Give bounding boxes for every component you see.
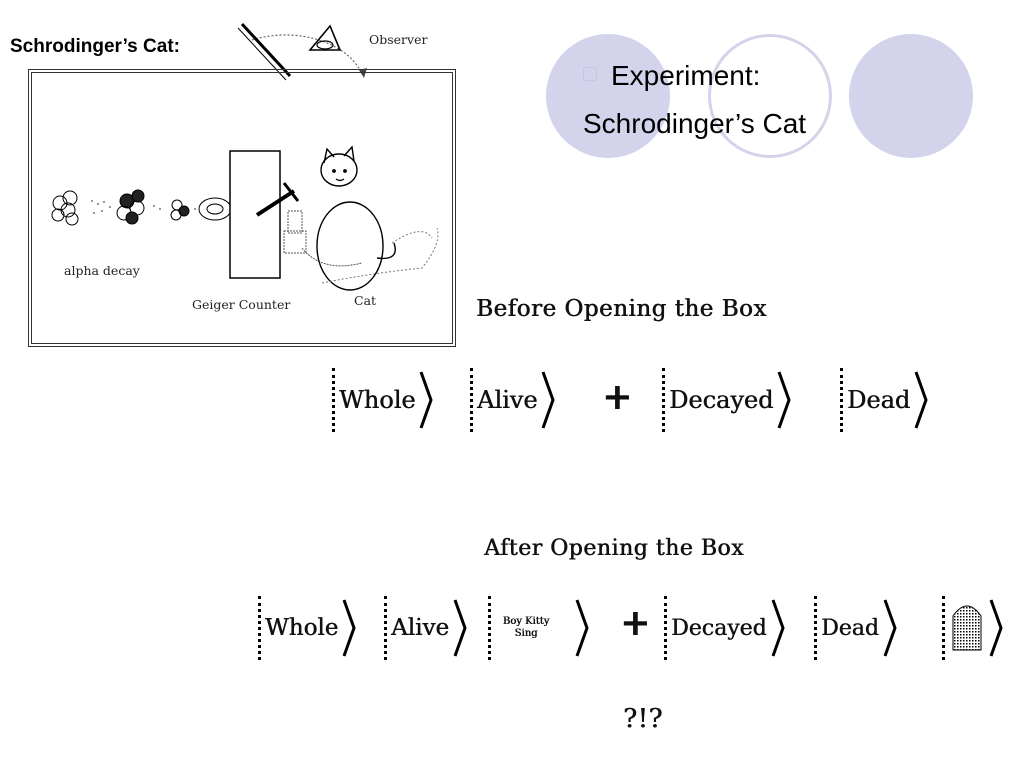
ghost-cat-icon	[952, 605, 982, 651]
cat-drawing	[316, 145, 396, 291]
ket-label: Boy Kitty Sing	[502, 616, 550, 639]
experiment-illustration	[51, 145, 439, 291]
bullet-line-1: Experiment:	[611, 60, 761, 91]
accent-circle-left	[546, 34, 670, 158]
accent-circle-middle	[708, 34, 832, 158]
ket-whole-after: Whole	[258, 596, 356, 660]
observer-label: Observer	[369, 32, 428, 47]
after-equation: Whole Alive Boy Kitty Sing + Decayed Dea…	[258, 596, 1024, 660]
ket-dead: Dead	[840, 368, 928, 432]
ket-alive-after: Alive	[384, 596, 467, 660]
ket-decayed: Decayed	[662, 368, 791, 432]
plus-sign: +	[602, 376, 633, 418]
question-mark-text: ?!?	[623, 704, 663, 734]
ket-label: Dead	[847, 386, 911, 414]
poison-flask	[283, 210, 363, 267]
eye-icon	[308, 24, 342, 51]
figure-title: Schrodinger’s Cat:	[10, 36, 180, 57]
ket-label: Whole	[339, 386, 416, 414]
hammer-icon	[255, 182, 300, 217]
ket-label: Dead	[821, 615, 879, 641]
ket-label: Alive	[477, 386, 538, 414]
bullet-line-2: Schrodinger’s Cat	[583, 108, 807, 139]
ket-ghost-after	[942, 596, 1003, 660]
accent-circle-right	[849, 34, 973, 158]
alpha-atoms	[51, 189, 232, 226]
ket-whole: Whole	[332, 368, 434, 432]
cat-shadow	[321, 227, 439, 284]
geiger-counter-label: Geiger Counter	[192, 297, 291, 312]
ket-label: Decayed	[671, 615, 767, 641]
before-equation: Whole Alive + Decayed Dead	[332, 368, 952, 432]
cat-label: Cat	[354, 293, 377, 308]
bullet-square-icon	[583, 67, 597, 81]
ket-label: Whole	[265, 615, 339, 641]
slide-bullet: Experiment: Schrodinger’s Cat	[583, 52, 806, 148]
ket-dead-after: Dead	[814, 596, 897, 660]
experiment-box: alpha decay Geiger Counter Cat	[28, 69, 456, 347]
ket-alive: Alive	[470, 368, 556, 432]
after-heading: After Opening the Box	[484, 536, 744, 561]
alpha-decay-label: alpha decay	[64, 263, 140, 278]
ket-label: Alive	[391, 615, 449, 641]
plus-sign-after: +	[620, 602, 651, 644]
ket-small-after: Boy Kitty Sing	[488, 596, 589, 660]
ket-label: Decayed	[669, 386, 774, 414]
ket-decayed-after: Decayed	[664, 596, 785, 660]
before-heading: Before Opening the Box	[476, 296, 767, 322]
geiger-counter	[229, 150, 281, 279]
